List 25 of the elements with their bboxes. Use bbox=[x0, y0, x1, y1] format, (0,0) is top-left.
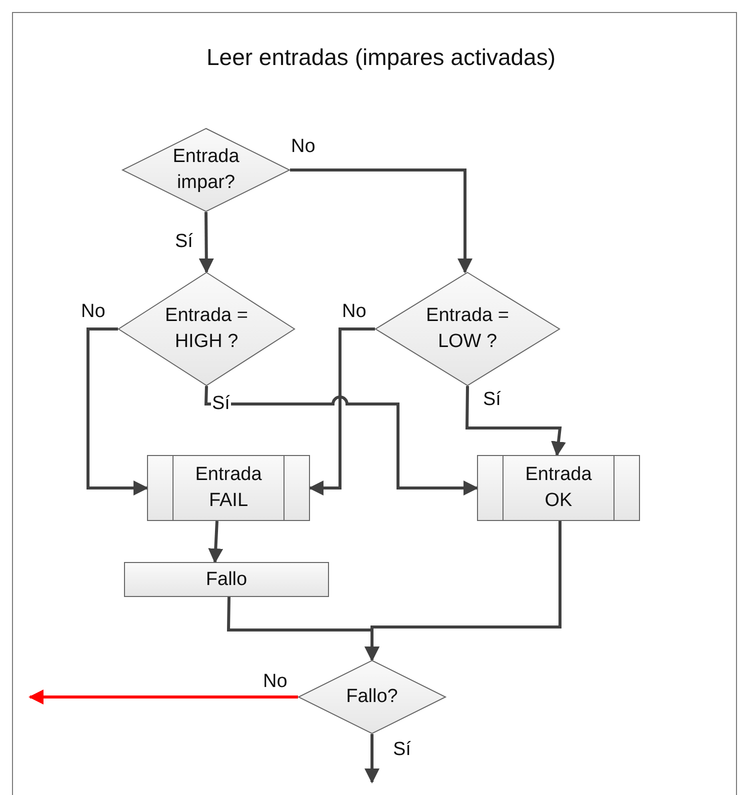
node-label: Fallo bbox=[206, 568, 248, 592]
arrow bbox=[308, 328, 375, 496]
arrow bbox=[364, 734, 380, 784]
node-label: Entrada = LOW ? bbox=[425, 304, 510, 354]
arrow bbox=[204, 386, 478, 496]
process-box bbox=[124, 562, 329, 597]
arrow bbox=[198, 212, 214, 274]
decision-diamond bbox=[122, 128, 290, 212]
diagram-title: Leer entradas (impares activadas) bbox=[206, 44, 556, 71]
decision-diamond bbox=[298, 660, 446, 734]
node-label: Entrada FAIL bbox=[194, 463, 263, 513]
decision-diamond bbox=[118, 272, 295, 386]
node-label: Entrada = HIGH ? bbox=[164, 304, 249, 354]
arrow bbox=[208, 520, 224, 564]
arrow bbox=[465, 386, 566, 456]
subprocess-box bbox=[477, 455, 640, 521]
subprocess-box bbox=[147, 455, 310, 521]
node-label: Entrada OK bbox=[524, 463, 593, 513]
arrow bbox=[290, 168, 472, 274]
decision-diamond bbox=[375, 272, 560, 386]
arrow bbox=[364, 521, 562, 662]
node-label: Entrada impar? bbox=[172, 145, 240, 195]
arrow bbox=[86, 328, 148, 496]
arrow bbox=[28, 690, 298, 704]
node-label: Fallo? bbox=[346, 685, 398, 710]
